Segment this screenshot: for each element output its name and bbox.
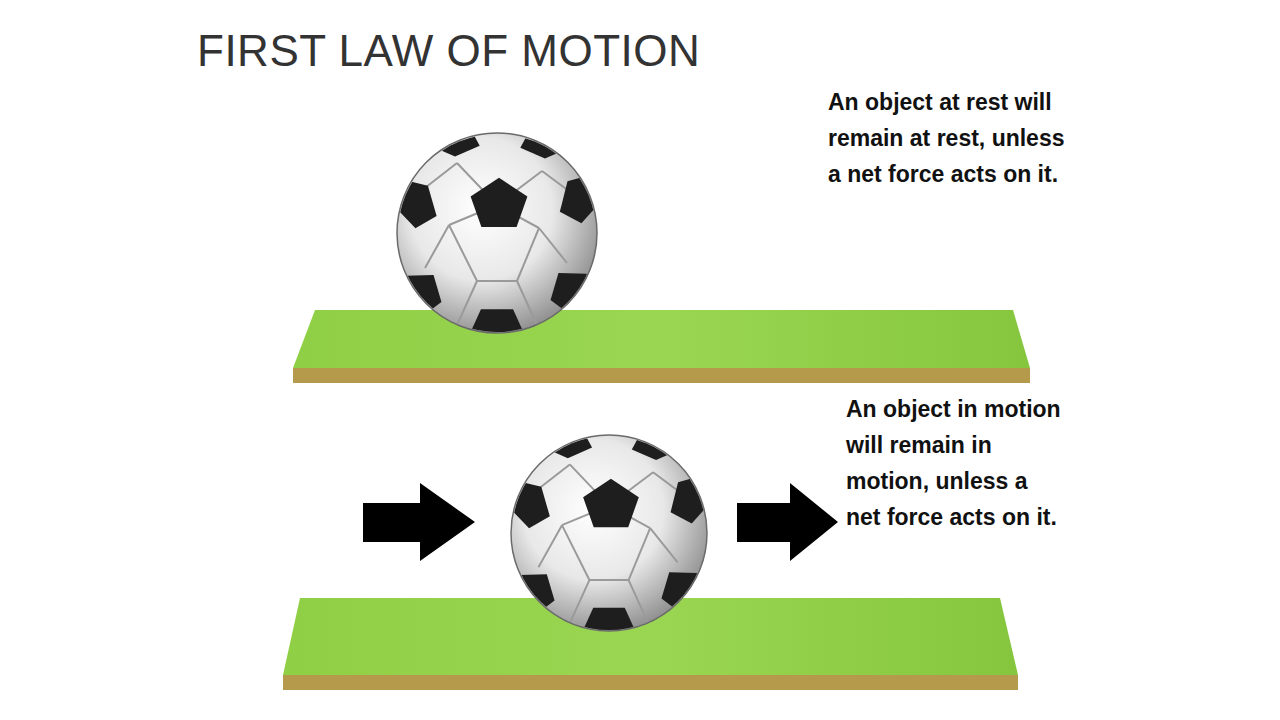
motion-arrow [737, 483, 838, 561]
soccer-ball [498, 430, 720, 642]
slide-title: FIRST LAW OF MOTION [197, 26, 700, 76]
law-statement: An object in motion will remain in motio… [846, 391, 1066, 535]
grass-slab [293, 310, 1030, 383]
soccer-ball [384, 128, 611, 344]
law-statement: An object at rest will remain at rest, u… [828, 84, 1080, 192]
motion-arrow [363, 483, 475, 561]
